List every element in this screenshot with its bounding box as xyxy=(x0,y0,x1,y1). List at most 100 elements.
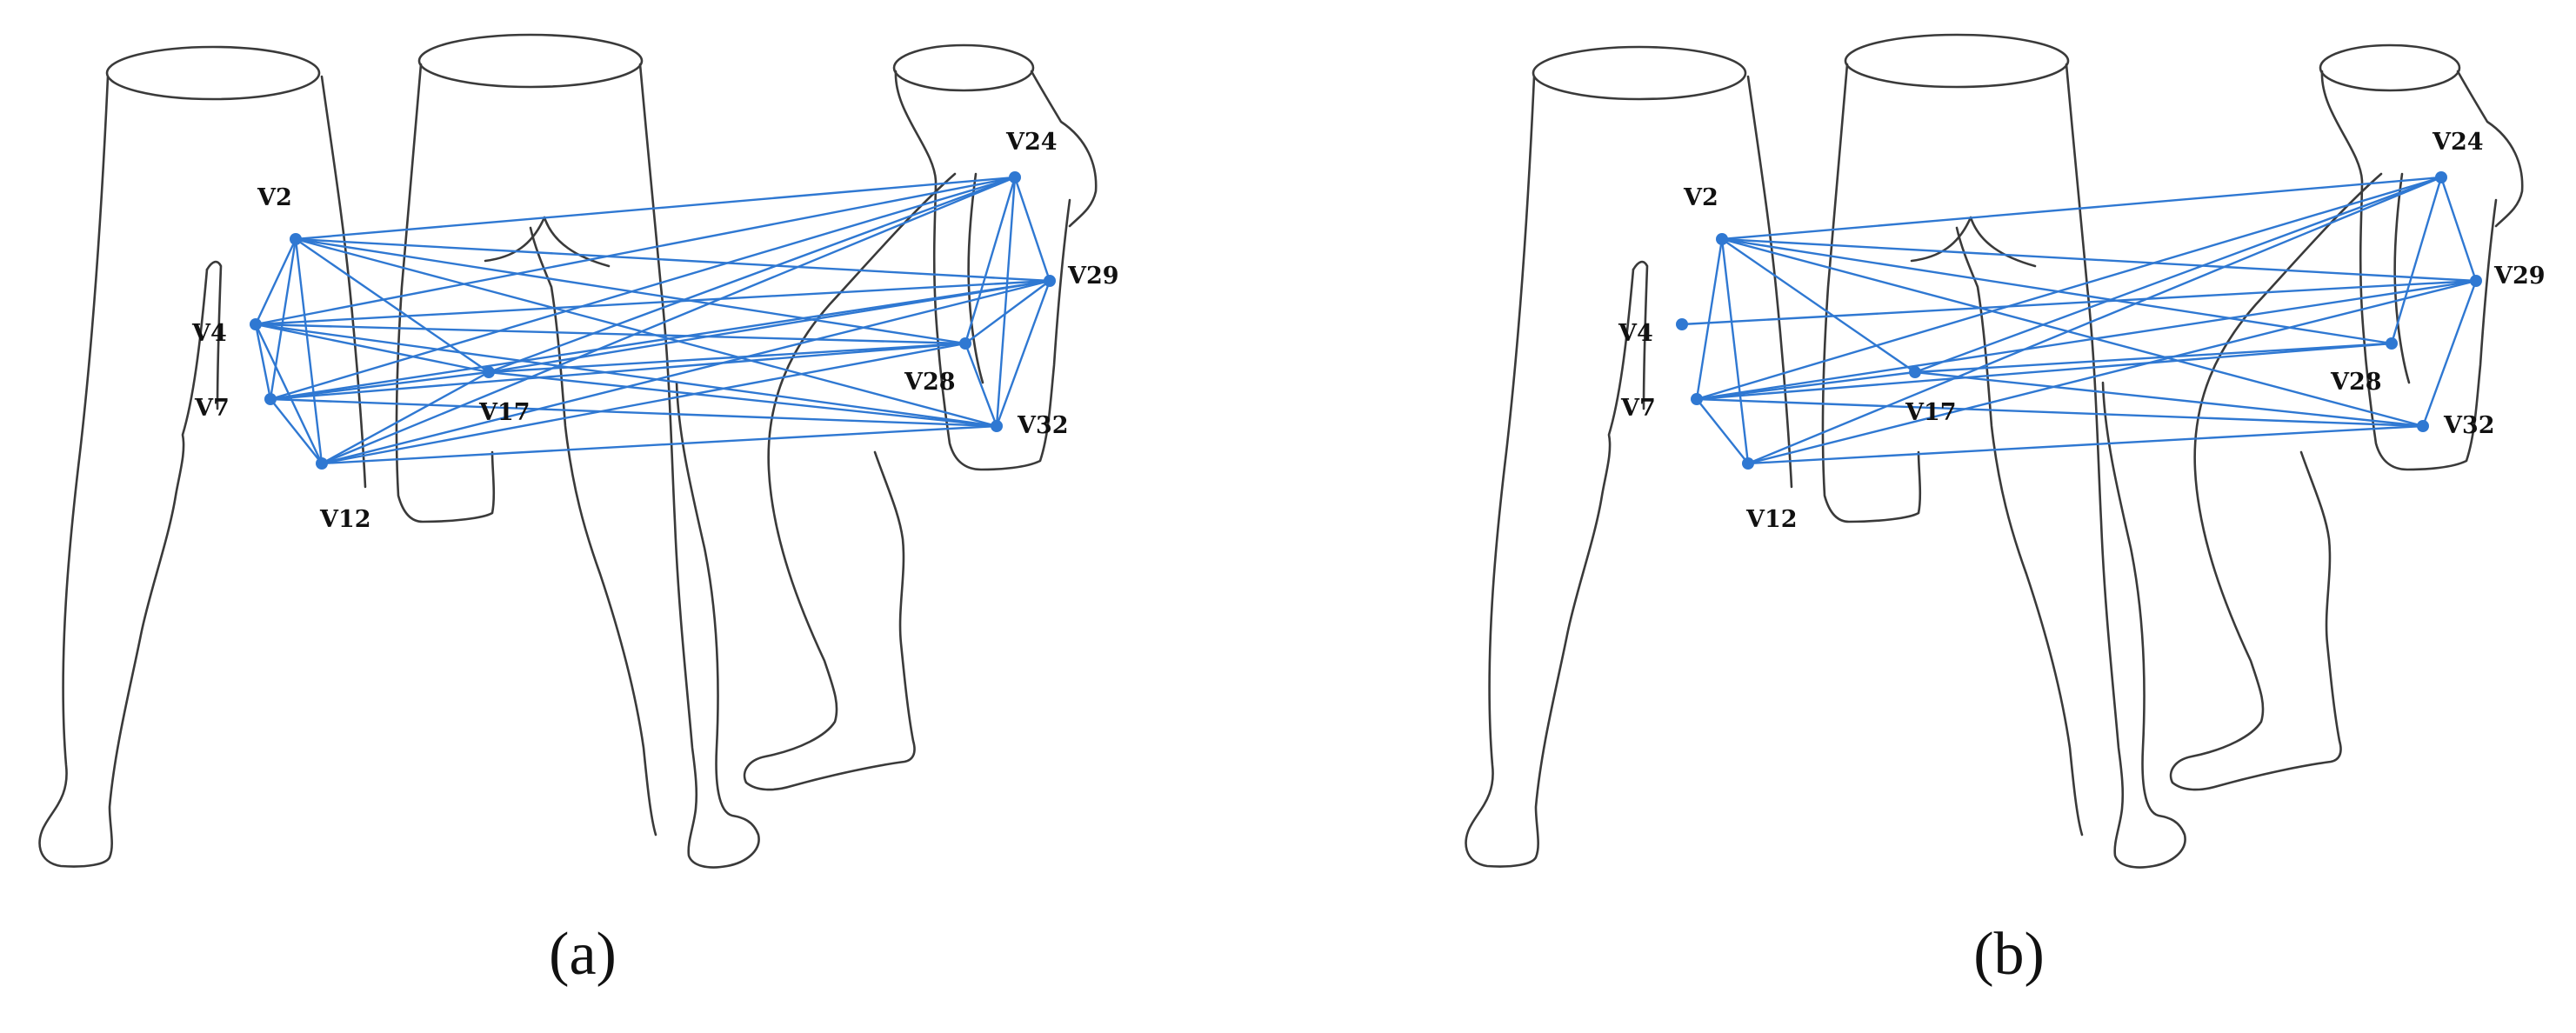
edge-v12-v29 xyxy=(1747,279,2477,465)
edge-v24-v28 xyxy=(964,177,1017,344)
edge-v17-v24 xyxy=(488,176,1016,374)
edge-v24-v28 xyxy=(2390,177,2443,344)
edge-v12-v32 xyxy=(321,424,998,465)
node-v7 xyxy=(264,393,277,405)
edge-v2-v12 xyxy=(1720,238,1750,464)
node-v2 xyxy=(290,233,302,245)
edge-v17-v32 xyxy=(488,370,998,428)
edge-v7-v28 xyxy=(270,342,966,401)
node-v17 xyxy=(483,366,495,378)
node-label-v24: V24 xyxy=(2432,129,2484,156)
edge-v24-v32 xyxy=(995,177,1017,427)
node-label-v24: V24 xyxy=(1005,129,1058,156)
edge-v4-v29 xyxy=(1681,279,2477,326)
caption-b: (b) xyxy=(1973,921,2045,988)
edge-v7-v32 xyxy=(1696,397,2424,428)
node-v29 xyxy=(1044,275,1056,287)
edge-v7-v12 xyxy=(270,398,323,464)
edge-v2-v29 xyxy=(1721,237,2477,283)
node-label-v28: V28 xyxy=(2330,369,2382,396)
node-v28 xyxy=(959,337,971,350)
node-v4 xyxy=(1676,318,1688,330)
node-v32 xyxy=(991,420,1003,432)
edge-v17-v29 xyxy=(488,279,1051,374)
edge-v12-v29 xyxy=(321,279,1051,465)
node-label-v7: V7 xyxy=(194,395,230,422)
edge-v4-v32 xyxy=(255,323,998,428)
edge-v4-v24 xyxy=(255,176,1016,326)
node-label-v2: V2 xyxy=(257,184,292,211)
node-label-v4: V4 xyxy=(1618,320,1653,347)
node-v7 xyxy=(1691,393,1703,405)
edge-v2-v4 xyxy=(254,238,297,325)
edge-v7-v24 xyxy=(270,176,1016,401)
edge-v2-v29 xyxy=(295,237,1051,283)
legs-outline-b xyxy=(1465,33,2524,869)
edge-v12-v28 xyxy=(321,342,966,465)
legs-outline-a xyxy=(38,33,1098,869)
edge-v29-v28 xyxy=(964,280,1051,344)
edge-v28-v32 xyxy=(964,343,998,427)
edge-v2-v32 xyxy=(1721,237,2424,428)
node-v4 xyxy=(250,318,262,330)
edge-v4-v29 xyxy=(255,279,1051,326)
edge-v2-v12 xyxy=(294,238,324,464)
edge-v17-v32 xyxy=(1914,370,2424,428)
node-label-v32: V32 xyxy=(2443,412,2495,439)
edge-v17-v28 xyxy=(1914,342,2392,374)
edge-v17-v28 xyxy=(488,342,966,374)
edge-v2-v24 xyxy=(295,176,1016,241)
edge-v12-v32 xyxy=(1747,424,2424,465)
node-label-v29: V29 xyxy=(1067,263,1119,290)
node-v29 xyxy=(2470,275,2482,287)
node-v17 xyxy=(1909,366,1921,378)
node-v12 xyxy=(1742,457,1754,470)
edge-v12-v17 xyxy=(321,370,490,465)
edge-group-a xyxy=(254,176,1051,465)
node-v32 xyxy=(2417,420,2429,432)
edge-v4-v28 xyxy=(255,323,966,345)
edge-v2-v17 xyxy=(295,238,490,373)
node-label-v32: V32 xyxy=(1017,412,1069,439)
edge-v12-v24 xyxy=(321,176,1016,465)
edge-v4-v7 xyxy=(254,323,272,400)
edge-v7-v32 xyxy=(270,397,998,428)
node-v12 xyxy=(316,457,328,470)
edge-v7-v29 xyxy=(270,279,1051,401)
edge-v2-v7 xyxy=(1695,238,1724,400)
edge-group-b xyxy=(1681,176,2478,465)
edge-v24-v29 xyxy=(2439,177,2478,282)
node-group-b xyxy=(1676,171,2482,470)
node-label-v17: V17 xyxy=(478,399,531,426)
edge-v17-v24 xyxy=(1914,176,2442,374)
edge-v29-v32 xyxy=(2421,280,2478,427)
edge-v2-v24 xyxy=(1721,176,2442,241)
node-label-v12: V12 xyxy=(319,506,371,533)
node-label-v4: V4 xyxy=(191,320,227,347)
edge-v2-v17 xyxy=(1721,238,1916,373)
node-label-v17: V17 xyxy=(1905,399,1957,426)
node-v24 xyxy=(2435,171,2447,183)
node-label-v28: V28 xyxy=(904,369,956,396)
caption-a: (a) xyxy=(549,921,617,988)
edge-v29-v32 xyxy=(995,280,1051,427)
node-v24 xyxy=(1009,171,1021,183)
edge-v7-v29 xyxy=(1696,279,2477,401)
node-label-v7: V7 xyxy=(1620,395,1656,422)
node-label-v12: V12 xyxy=(1745,506,1798,533)
edge-v7-v28 xyxy=(1696,342,2392,401)
node-v2 xyxy=(1716,233,1728,245)
node-label-v2: V2 xyxy=(1683,184,1718,211)
edge-v12-v24 xyxy=(1747,176,2442,465)
node-label-v29: V29 xyxy=(2493,263,2546,290)
node-group-a xyxy=(250,171,1056,470)
edge-v7-v12 xyxy=(1696,398,1749,464)
edge-v2-v32 xyxy=(295,237,998,428)
edge-v7-v24 xyxy=(1696,176,2442,401)
edge-v4-v17 xyxy=(255,323,490,374)
